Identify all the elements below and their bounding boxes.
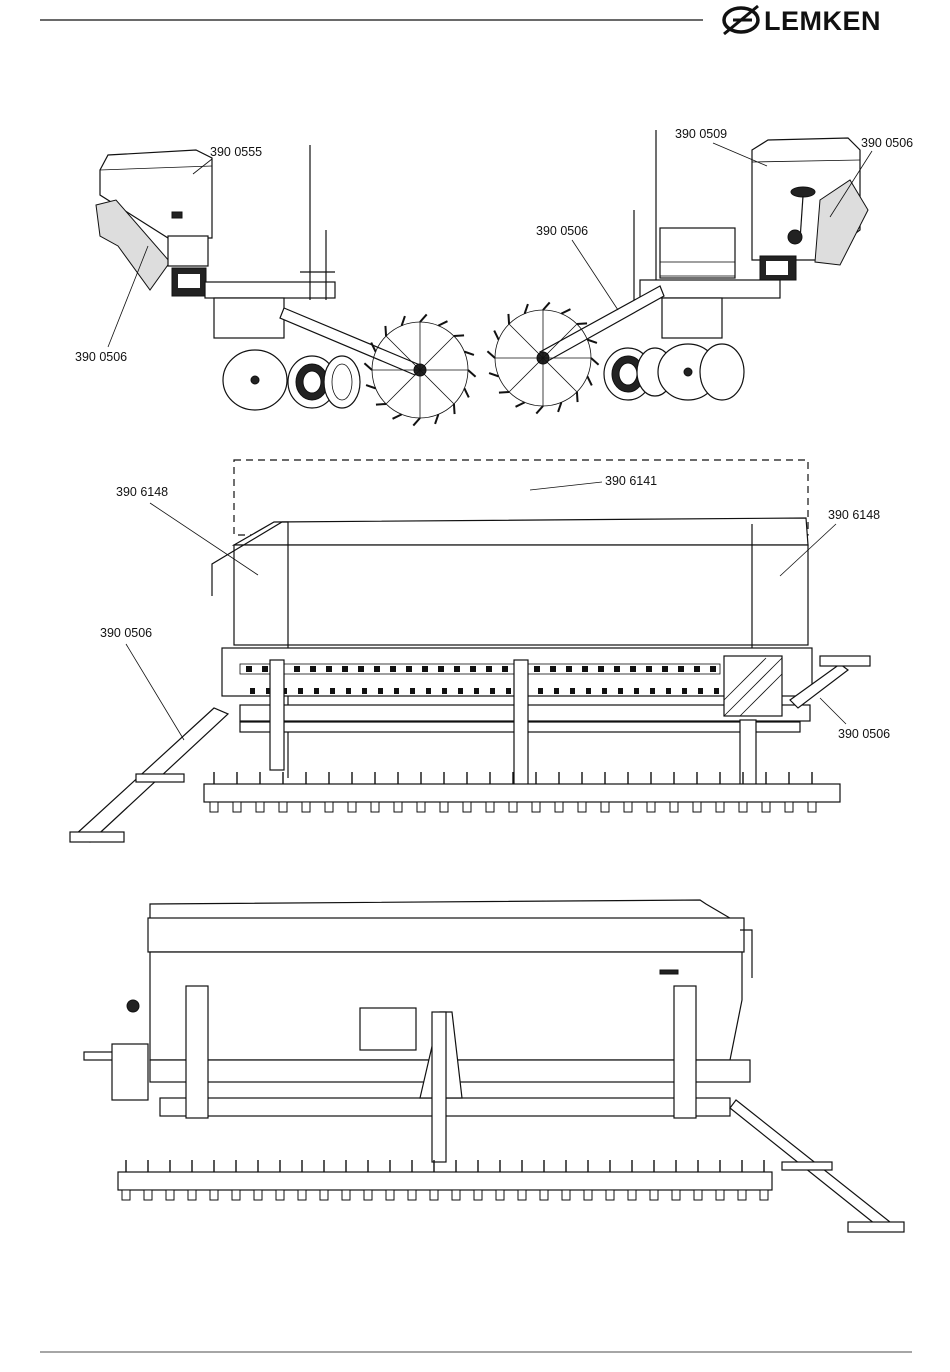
rear-view: [70, 460, 870, 842]
leader-step-left: [126, 644, 184, 740]
leader-left-bracket: [108, 246, 148, 347]
lemken-logo-icon: [724, 6, 758, 34]
leader-hopper-left: [150, 503, 258, 575]
label-right-hopper: 390 0509: [675, 127, 727, 141]
leader-cover-top: [530, 482, 602, 490]
label-hopper-left: 390 6148: [116, 485, 168, 499]
label-step-right: 390 0506: [838, 727, 890, 741]
brand-name: LEMKEN: [764, 6, 881, 36]
label-step-left: 390 0506: [100, 626, 152, 640]
front-view: [84, 900, 904, 1232]
leader-step-right: [820, 698, 846, 724]
label-left-bracket: 390 0506: [75, 350, 127, 364]
label-hopper-right: 390 6148: [828, 508, 880, 522]
side-view-left: [96, 145, 476, 426]
label-left-hopper: 390 0555: [210, 145, 262, 159]
label-right-bracket: 390 0506: [861, 136, 913, 150]
harrow-bar: [204, 784, 840, 802]
label-right-arm: 390 0506: [536, 224, 588, 238]
front-harrow-bar: [118, 1172, 772, 1190]
leader-right-arm: [572, 240, 618, 310]
label-cover-top: 390 6141: [605, 474, 657, 488]
side-view-right: [487, 130, 868, 414]
page-header: LEMKEN: [40, 6, 881, 36]
